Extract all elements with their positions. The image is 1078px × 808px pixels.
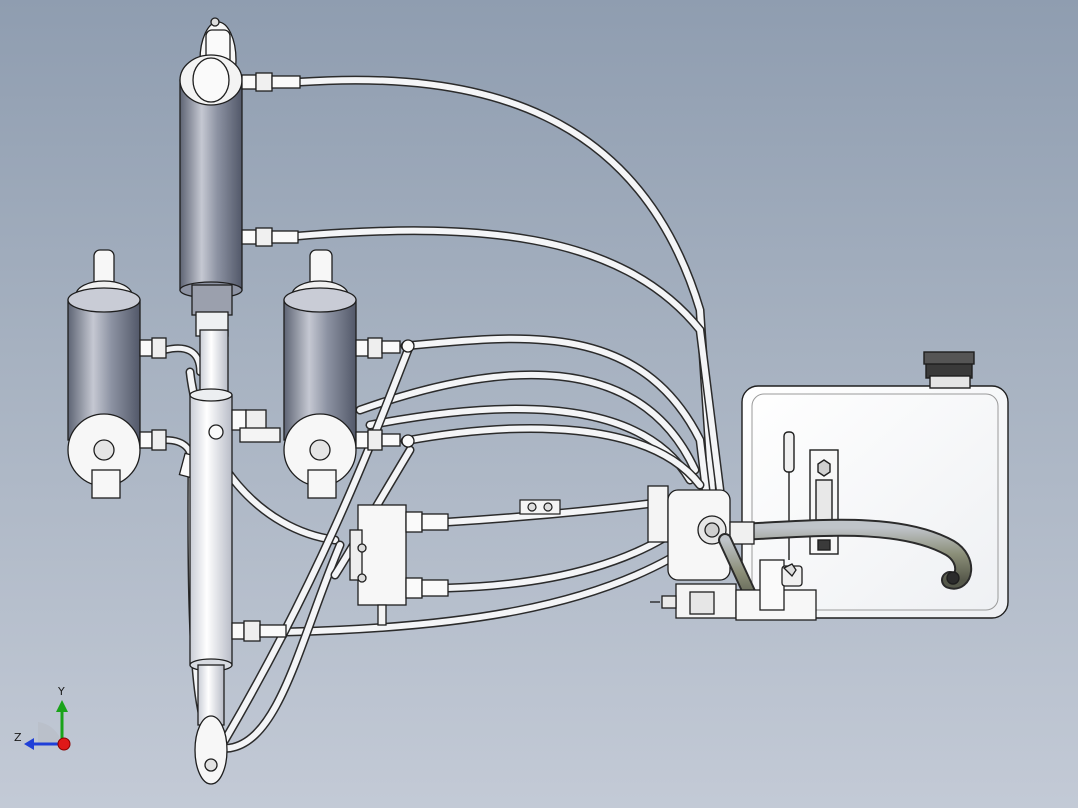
triad-y-label: Y	[58, 685, 65, 698]
flow-divider-block	[349, 504, 449, 626]
center-long-cylinder	[189, 329, 287, 785]
right-cylinder	[283, 249, 415, 499]
hydraulic-tank	[731, 351, 1009, 619]
orientation-triad[interactable]	[24, 700, 71, 751]
manifold-fitting	[519, 499, 561, 515]
triad-z-label: Z	[14, 731, 22, 744]
top-cylinder	[179, 17, 301, 337]
control-valve-pump	[647, 485, 817, 621]
triad-x-axis	[57, 737, 71, 751]
